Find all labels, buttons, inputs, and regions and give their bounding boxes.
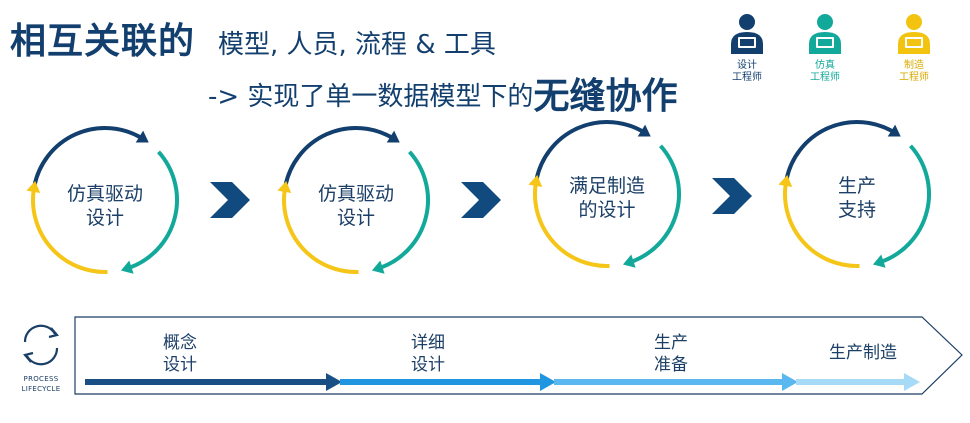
lifecycle-arrowhead	[326, 373, 342, 391]
subtitle-prefix: -> 实现了单一数据模型下的	[208, 82, 534, 112]
chevron-right-icon	[712, 178, 752, 214]
arrowhead-navy	[386, 130, 400, 143]
arrowhead-yellow	[778, 174, 793, 188]
cycle-arc-teal	[128, 150, 179, 270]
cycle-arc-navy	[784, 120, 894, 180]
chevron-right-icon	[461, 182, 501, 218]
cycle-label: 仿真驱动 设计	[317, 183, 394, 229]
role-manufacturing-engineer: 制造 工程师	[884, 12, 944, 84]
cycle-arc-yellow	[533, 183, 610, 268]
person-icon	[731, 14, 763, 54]
lifecycle-bar	[796, 379, 906, 385]
cycle-label: 仿真驱动 设计	[66, 183, 143, 229]
lifecycle-bar	[340, 379, 542, 385]
arrowhead-teal	[872, 254, 886, 268]
person-icon	[898, 14, 930, 54]
person-icon	[809, 14, 841, 54]
page-title: 相互关联的	[10, 21, 196, 62]
role-label: 设计 工程师	[732, 60, 762, 83]
lifecycle-arrowhead	[904, 373, 920, 391]
lifecycle-outline	[74, 316, 963, 395]
arrowhead-navy	[887, 124, 901, 137]
arrowhead-teal	[371, 260, 385, 274]
cycle-label: 生产 支持	[837, 175, 876, 221]
page-title-detail: 模型, 人员, 流程 & 工具	[218, 30, 496, 60]
stage-label: 生产 准备	[654, 333, 688, 375]
role-simulation-engineer: 仿真 工程师	[795, 12, 855, 84]
role-design-engineer: 设计 工程师	[717, 12, 777, 84]
role-label: 制造 工程师	[899, 60, 929, 83]
cycle-arc-yellow	[31, 189, 108, 274]
page-subtitle: -> 实现了单一数据模型下的无缝协作	[208, 64, 678, 117]
lifecycle-arrowhead	[782, 373, 798, 391]
stage-label: 概念 设计	[163, 333, 197, 375]
cycle-arc-teal	[379, 150, 430, 270]
cycle-arc-yellow	[282, 189, 359, 274]
role-label: 仿真 工程师	[810, 60, 840, 83]
arrowhead-teal	[120, 260, 134, 274]
stage-label: 详细 设计	[411, 333, 445, 375]
cycle-arc-navy	[534, 120, 644, 180]
arrowhead-navy	[135, 130, 149, 143]
cycle-arc-teal	[630, 144, 681, 264]
arrowhead-yellow	[277, 180, 292, 194]
cycle-label: 满足制造 的设计	[568, 175, 645, 221]
chevron-right-icon	[210, 182, 250, 218]
arrowhead-navy	[637, 124, 651, 137]
lifecycle-label: PROCESS LIFECYCLE	[21, 375, 61, 393]
subtitle-emphasis: 无缝协作	[533, 76, 678, 117]
cycle-arc-navy	[32, 126, 142, 186]
lifecycle-bar	[554, 379, 784, 385]
lifecycle-arrowhead	[540, 373, 556, 391]
cycle-arc-yellow	[783, 183, 860, 268]
cycle-arc-teal	[880, 144, 931, 264]
arrowhead-yellow	[528, 174, 543, 188]
arrowhead-teal	[622, 254, 636, 268]
arrowhead-yellow	[26, 180, 41, 194]
refresh-cycle-icon	[23, 324, 59, 366]
lifecycle-bar	[85, 379, 328, 385]
cycle-arc-navy	[283, 126, 393, 186]
stage-label: 生产制造	[829, 343, 897, 363]
